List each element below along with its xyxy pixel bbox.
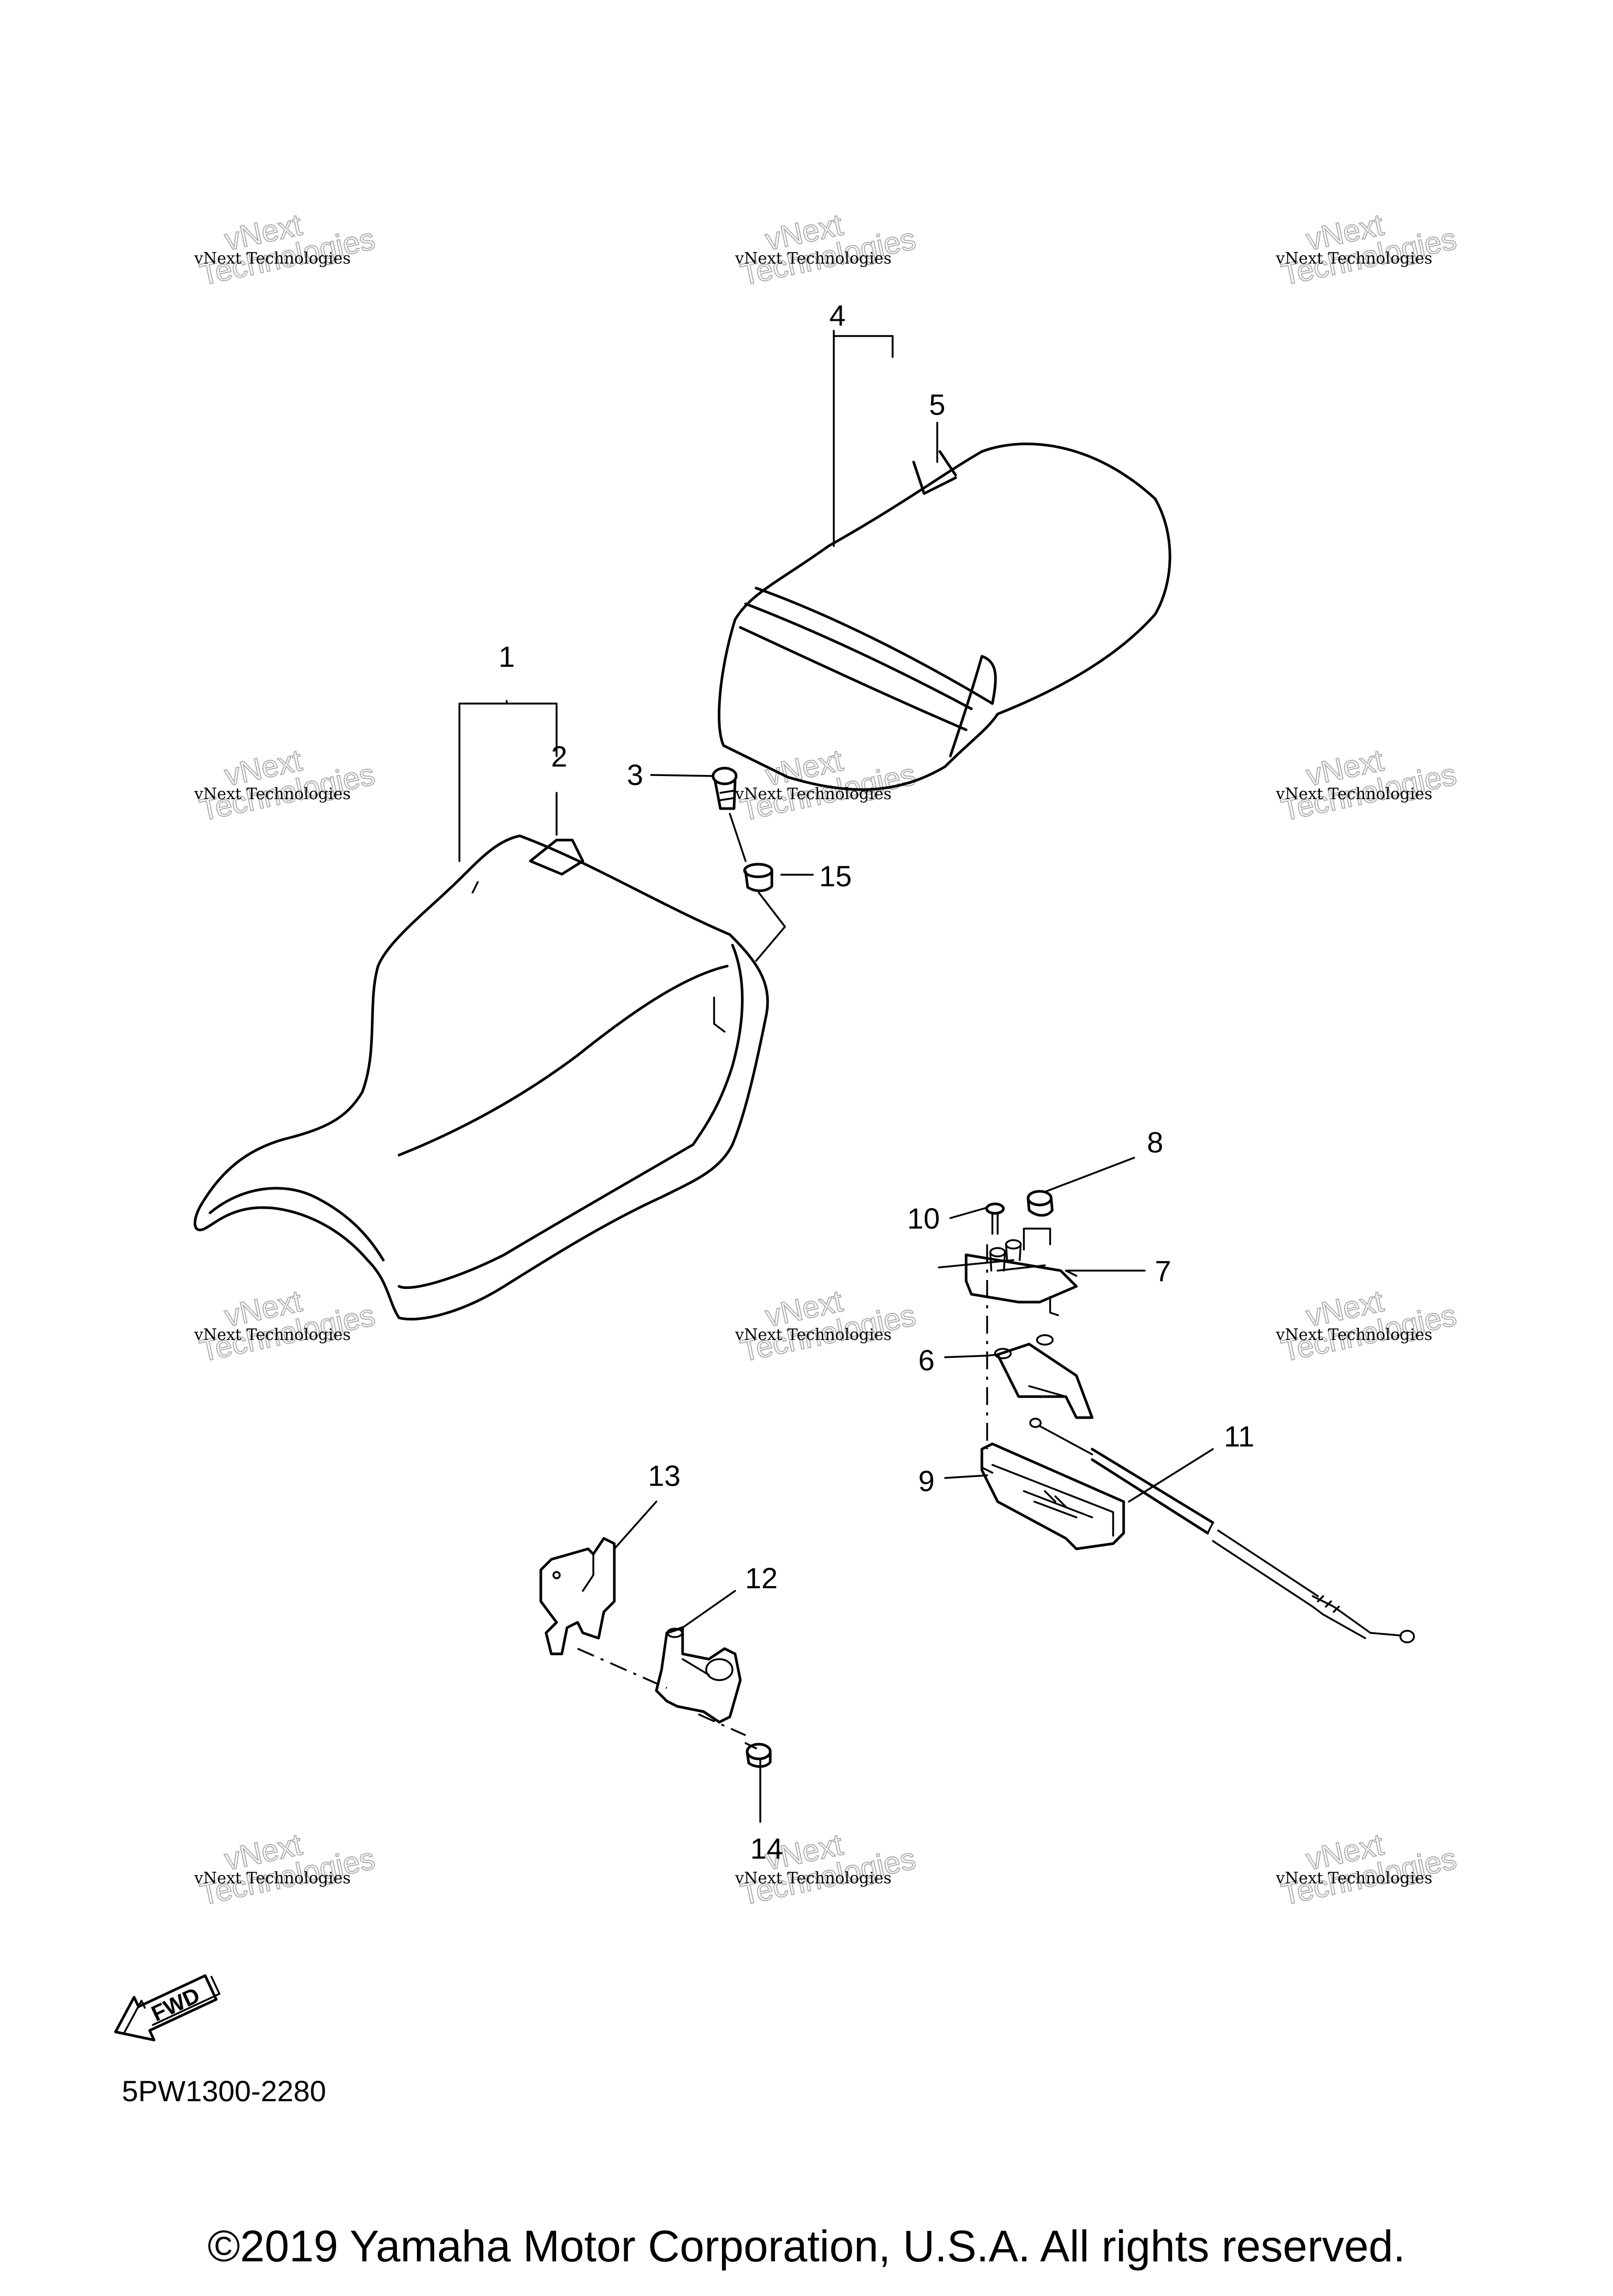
part-labels: 1 2 3 4 5 6 7 8 9 10 11 12 13 14 15: [498, 299, 1254, 1865]
label-6: 6: [918, 1344, 935, 1377]
copyright-notice: ©2019 Yamaha Motor Corporation, U.S.A. A…: [207, 2221, 1406, 2271]
latch-6: [994, 1334, 1094, 1419]
watermark: Technologies vNext vNext Technologies: [1275, 1827, 1460, 1912]
bracket-13: [539, 1537, 616, 1655]
label-8: 8: [1147, 1126, 1163, 1159]
cable-11: [1029, 1418, 1415, 1643]
svg-text:vNext Technologies: vNext Technologies: [194, 785, 351, 803]
label-9: 9: [918, 1464, 935, 1497]
svg-text:vNext Technologies: vNext Technologies: [735, 785, 892, 803]
svg-text:vNext Technologies: vNext Technologies: [194, 1326, 351, 1344]
label-3: 3: [627, 758, 643, 791]
grommet-15: [743, 863, 773, 892]
svg-text:vNext Technologies: vNext Technologies: [194, 1869, 351, 1888]
bracket-7: [965, 1239, 1078, 1316]
watermark: Technologies vNext vNext Technologies: [735, 207, 919, 292]
bolt-to-seat-line: [729, 813, 747, 862]
label-13: 13: [648, 1459, 680, 1492]
label-4: 4: [829, 299, 845, 332]
svg-text:vNext Technologies: vNext Technologies: [1275, 1869, 1432, 1888]
watermark-grid: Technologies vNext vNext Technologies Te…: [194, 207, 1460, 1912]
label-7: 7: [1155, 1254, 1171, 1287]
center-line-13-12: [577, 1648, 667, 1689]
label-10: 10: [907, 1202, 940, 1235]
rear-seat: [717, 442, 1171, 791]
watermark: Technologies vNext vNext Technologies: [1275, 742, 1460, 828]
bolt-14: [745, 1742, 772, 1768]
fwd-arrow-icon: FWD: [114, 1974, 221, 2041]
svg-text:vNext Technologies: vNext Technologies: [1275, 1326, 1432, 1344]
latch-12: [655, 1626, 742, 1724]
svg-text:vNext Technologies: vNext Technologies: [735, 1869, 892, 1888]
front-seat: [193, 834, 769, 1320]
center-line-12-14: [698, 1713, 746, 1736]
nut-8: [1027, 1190, 1054, 1217]
label-5: 5: [929, 388, 945, 421]
svg-text:vNext Technologies: vNext Technologies: [735, 249, 892, 268]
watermark: Technologies vNext vNext Technologies: [1275, 1283, 1460, 1369]
svg-text:vNext Technologies: vNext Technologies: [735, 1326, 892, 1344]
watermark: Technologies vNext vNext Technologies: [194, 1283, 378, 1369]
label-15: 15: [819, 859, 852, 893]
watermark: Technologies vNext vNext Technologies: [194, 1827, 378, 1912]
diagram-code: 5PW1300-2280: [122, 2074, 326, 2108]
bolt-10: [985, 1202, 1005, 1235]
label-1: 1: [498, 640, 515, 673]
grommet-to-seat-line: [755, 892, 786, 962]
watermark: Technologies vNext vNext Technologies: [735, 1283, 919, 1369]
watermark: Technologies vNext vNext Technologies: [194, 742, 378, 828]
bolt-3: [711, 767, 738, 810]
lock-base-9: [980, 1442, 1125, 1550]
leader-lines: [458, 330, 1214, 1823]
watermark: Technologies vNext vNext Technologies: [194, 207, 378, 292]
label-12: 12: [745, 1561, 778, 1595]
label-2: 2: [551, 740, 567, 773]
fastener-line: [1023, 1228, 1051, 1251]
watermark: Technologies vNext vNext Technologies: [1275, 207, 1460, 292]
svg-text:vNext Technologies: vNext Technologies: [194, 249, 351, 268]
label-11: 11: [1224, 1420, 1254, 1453]
svg-text:vNext Technologies: vNext Technologies: [1275, 249, 1432, 268]
label-14: 14: [750, 1832, 783, 1865]
svg-text:vNext Technologies: vNext Technologies: [1275, 785, 1432, 803]
